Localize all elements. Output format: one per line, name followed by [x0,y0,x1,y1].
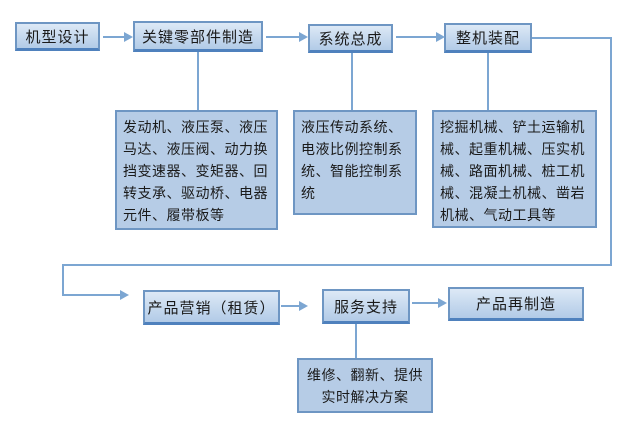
connector-loop-right [610,37,612,266]
connector-loop-top [532,37,612,39]
node-remanufacturing: 产品再制造 [448,287,584,321]
node-design: 机型设计 [15,22,100,51]
connector-system-detail [351,53,353,110]
node-system-assembly: 系统总成 [308,24,393,53]
node-marketing-label: 产品营销（租赁） [147,299,276,317]
node-machine-assembly: 整机装配 [444,23,532,53]
connector-loop-left [62,264,64,296]
connector-assembly-detail [487,53,489,110]
node-system-assembly-label: 系统总成 [318,30,383,48]
arrowhead-icon [436,32,445,42]
detail-key-components: 发动机、液压泵、液压 马达、液压阀、动力换 挡变速器、变矩器、回 转支承、驱动桥… [115,110,278,230]
arrowhead-icon [299,301,308,311]
connector-service-detail [355,324,357,358]
connector-components-to-system [266,36,299,38]
node-service: 服务支持 [322,289,410,324]
detail-system-assembly: 液压传动系统、 电液比例控制系 统、智能控制系 统 [293,110,417,215]
connector-components-detail [197,52,199,110]
connector-service-to-remanufacturing [412,302,438,304]
arrowhead-icon [438,298,447,308]
connector-marketing-to-service [281,305,299,307]
node-machine-assembly-label: 整机装配 [455,30,520,47]
arrowhead-icon [299,32,308,42]
node-remanufacturing-label: 产品再制造 [475,296,556,313]
arrowhead-icon [120,290,129,300]
node-marketing: 产品营销（租赁） [143,290,280,325]
node-service-label: 服务支持 [333,298,398,316]
node-key-components-label: 关键零部件制造 [141,28,254,46]
node-key-components: 关键零部件制造 [133,21,263,52]
arrowhead-icon [124,32,133,42]
detail-machine-assembly: 挖掘机械、铲土运输机 械、起重机械、压实机 械、路面机械、桩工机 械、混凝土机械… [432,110,597,228]
connector-system-to-assembly [396,36,436,38]
node-design-label: 机型设计 [25,28,90,46]
connector-design-to-components [103,36,125,38]
connector-loop-across [62,264,612,266]
connector-loop-into-marketing [62,294,120,296]
detail-service: 维修、翻新、提供 实时解决方案 [297,358,433,413]
